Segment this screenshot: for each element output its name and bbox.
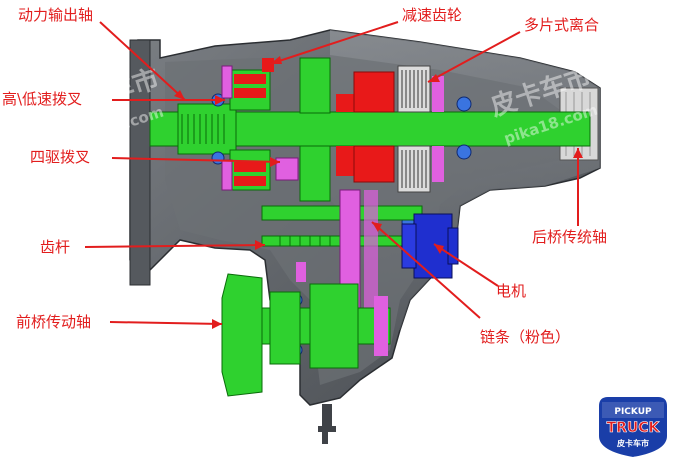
logo-line3: 皮卡车市	[616, 438, 649, 448]
label-4wd-shift-fork: 四驱拨叉	[30, 148, 91, 166]
leader-lines	[84, 21, 579, 325]
label-multi-plate-clutch: 多片式离合	[524, 16, 600, 34]
label-hi-lo-shift-fork: 高\低速拨叉	[2, 90, 83, 108]
pickup-truck-logo: PICKUP TRUCK 皮卡车市	[597, 395, 669, 460]
label-reduction-gear: 减速齿轮	[402, 6, 463, 24]
arrowheads	[174, 56, 583, 329]
shift-forks	[221, 65, 299, 191]
front-output-assembly	[221, 262, 391, 397]
label-motor: 电机	[496, 282, 527, 300]
logo-line1: PICKUP	[614, 407, 652, 417]
label-power-output-shaft: 动力输出轴	[18, 6, 94, 24]
multi-plate-clutch	[397, 65, 444, 193]
motor	[401, 213, 459, 279]
label-front-axle-shaft: 前桥传动轴	[16, 313, 92, 331]
label-chain-pink: 链条（粉色）	[480, 328, 571, 346]
label-rack: 齿杆	[40, 238, 71, 256]
label-rear-axle-shaft: 后桥传统轴	[532, 228, 608, 246]
reduction-gear	[234, 58, 395, 186]
logo-line2: TRUCK	[607, 420, 661, 436]
